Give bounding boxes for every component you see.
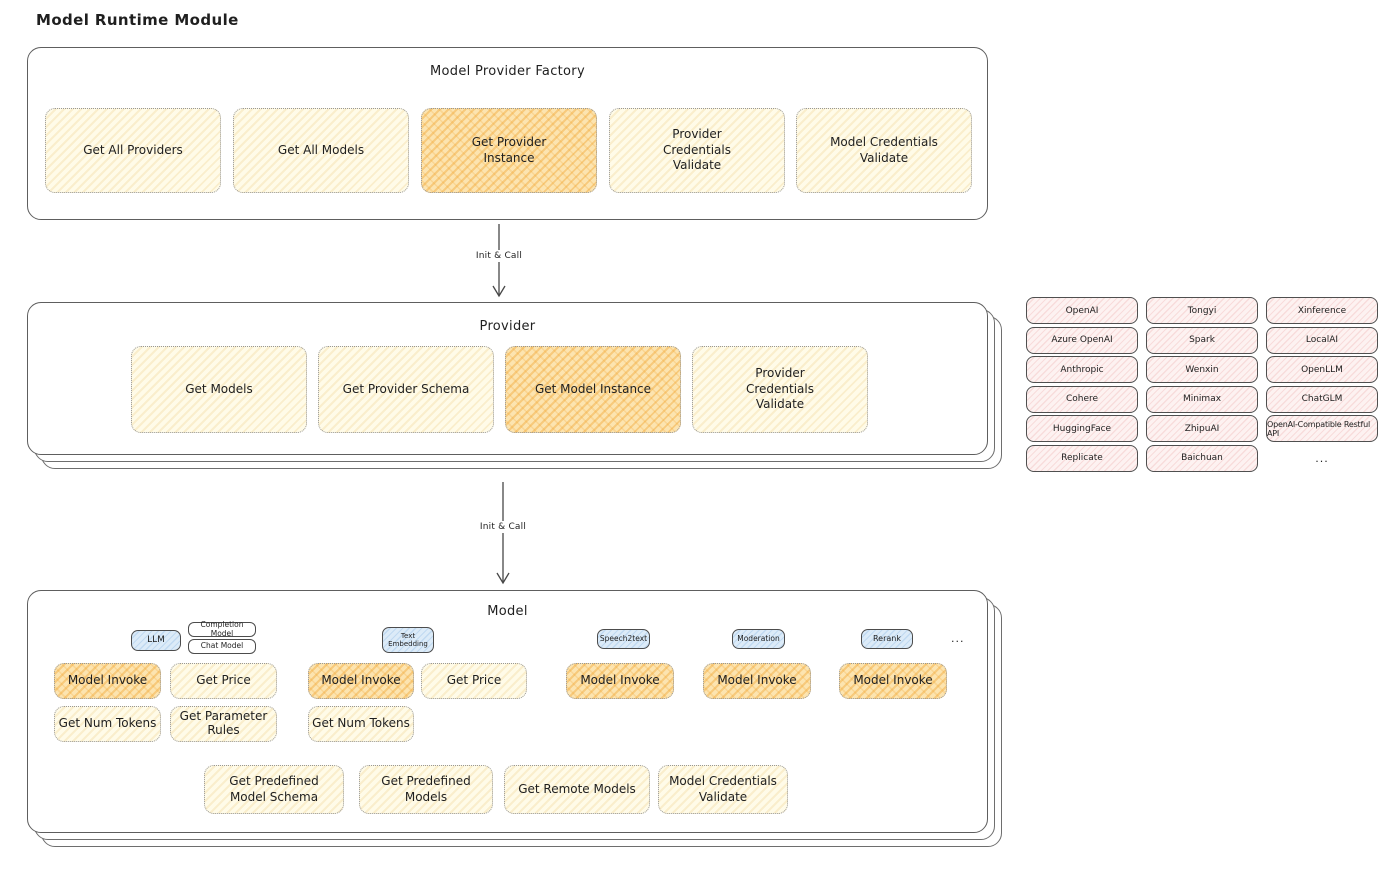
node-get-predefined-models: Get Predefined Models bbox=[359, 765, 493, 814]
node-label: Get Provider Instance bbox=[471, 134, 547, 165]
provider-pill-anthropic: Anthropic bbox=[1026, 356, 1138, 383]
tag-llm: LLM bbox=[131, 630, 181, 651]
provider-pill-cohere: Cohere bbox=[1026, 385, 1138, 413]
node-speech2text-model-invoke: Model Invoke bbox=[566, 663, 674, 699]
provider-pill-spark: Spark bbox=[1146, 326, 1258, 354]
node-model-credentials-validate-2: Model Credentials Validate bbox=[658, 765, 788, 814]
provider-pill-azure-openai: Azure OpenAI bbox=[1026, 326, 1138, 354]
tag-label: Chat Model bbox=[200, 641, 244, 651]
node-label: Provider Credentials Validate bbox=[662, 127, 731, 173]
provider-panel: Provider Get Models Get Provider Schema … bbox=[27, 302, 1002, 469]
tag-label: LLM bbox=[147, 635, 165, 646]
node-provider-credentials-validate-2: Provider Credentials Validate bbox=[692, 346, 868, 433]
tag-moderation: Moderation bbox=[732, 629, 785, 649]
provider-pill-zhipuai: ZhipuAI bbox=[1146, 415, 1258, 442]
node-get-provider-instance: Get Provider Instance bbox=[421, 108, 597, 193]
node-label: Model Invoke bbox=[580, 673, 660, 688]
arrow-provider-to-model: Init & Call bbox=[464, 482, 542, 585]
node-label: Get Models bbox=[185, 381, 253, 396]
tag-label: Rerank bbox=[872, 634, 901, 644]
node-model-credentials-validate: Model Credentials Validate bbox=[796, 108, 972, 193]
model-panel-border: Model LLM Completion Model Chat Model Te… bbox=[27, 590, 988, 833]
node-get-all-providers: Get All Providers bbox=[45, 108, 221, 193]
tag-label: Completion Model bbox=[200, 619, 244, 638]
node-label: Model Invoke bbox=[321, 673, 401, 688]
node-label: Model Invoke bbox=[853, 673, 933, 688]
node-label: Get Model Instance bbox=[534, 381, 652, 396]
provider-pill-ellipsis: ... bbox=[1315, 451, 1329, 465]
node-label: Model Credentials Validate bbox=[830, 134, 938, 165]
provider-pill-wenxin: Wenxin bbox=[1146, 356, 1258, 383]
model-panel-title: Model bbox=[487, 604, 528, 619]
provider-pill-openai: OpenAI bbox=[1026, 297, 1138, 324]
node-get-model-instance: Get Model Instance bbox=[505, 346, 681, 433]
arrow-label-init-call: Init & Call bbox=[464, 521, 542, 533]
tag-completion-model: Completion Model bbox=[188, 619, 256, 638]
tag-chat-model: Chat Model bbox=[188, 639, 256, 654]
tag-ellipsis: ... bbox=[951, 632, 965, 645]
node-label: Model Invoke bbox=[67, 673, 148, 688]
node-label: Get Num Tokens bbox=[312, 716, 410, 731]
node-label: Get Price bbox=[196, 673, 251, 688]
node-provider-credentials-validate: Provider Credentials Validate bbox=[609, 108, 785, 193]
node-label: Get All Providers bbox=[83, 142, 183, 157]
tag-text-embedding: Text Embedding bbox=[382, 627, 434, 653]
arrow-label-init-call: Init & Call bbox=[460, 250, 538, 262]
node-label: Get Provider Schema bbox=[342, 381, 470, 396]
diagram-title: Model Runtime Module bbox=[36, 11, 239, 29]
node-rerank-model-invoke: Model Invoke bbox=[839, 663, 947, 699]
node-label: Get All Models bbox=[277, 142, 365, 157]
node-label: Model Invoke bbox=[717, 673, 797, 688]
node-label: Model Credentials Validate bbox=[669, 773, 777, 804]
provider-pill-tongyi: Tongyi bbox=[1146, 297, 1258, 324]
provider-list: OpenAI Tongyi Xinference Azure OpenAI Sp… bbox=[1026, 297, 1378, 472]
provider-pill-baichuan: Baichuan bbox=[1146, 444, 1258, 472]
arrow-factory-to-provider: Init & Call bbox=[460, 224, 538, 298]
node-label: Get Remote Models bbox=[518, 781, 636, 796]
node-label: Get Predefined Model Schema bbox=[229, 773, 319, 804]
provider-pill-chatglm: ChatGLM bbox=[1266, 385, 1378, 413]
node-label: Get Predefined Models bbox=[381, 773, 471, 804]
provider-pill-openllm: OpenLLM bbox=[1266, 356, 1378, 383]
tag-rerank: Rerank bbox=[861, 629, 913, 649]
provider-pill-xinference: Xinference bbox=[1266, 297, 1378, 324]
tag-label: Speech2text bbox=[599, 633, 648, 643]
node-embedding-get-price: Get Price bbox=[421, 663, 527, 699]
provider-panel-border: Provider Get Models Get Provider Schema … bbox=[27, 302, 988, 455]
provider-panel-title: Provider bbox=[479, 319, 536, 334]
provider-pill-localai: LocalAI bbox=[1266, 326, 1378, 354]
node-label: Provider Credentials Validate bbox=[745, 366, 814, 412]
provider-pill-openai-compatible: OpenAI-Compatible Restful API bbox=[1266, 415, 1378, 442]
node-moderation-model-invoke: Model Invoke bbox=[703, 663, 811, 699]
model-panel: Model LLM Completion Model Chat Model Te… bbox=[27, 590, 1002, 847]
provider-pill-minimax: Minimax bbox=[1146, 385, 1258, 413]
factory-panel-border: Model Provider Factory Get All Providers… bbox=[27, 47, 988, 220]
node-label: Get Price bbox=[446, 673, 502, 688]
node-llm-get-parameter-rules: Get Parameter Rules bbox=[170, 706, 277, 742]
tag-label: Text Embedding bbox=[388, 631, 428, 648]
node-get-all-models: Get All Models bbox=[233, 108, 409, 193]
factory-panel-title: Model Provider Factory bbox=[430, 64, 585, 79]
node-llm-get-num-tokens: Get Num Tokens bbox=[54, 706, 161, 742]
node-llm-model-invoke: Model Invoke bbox=[54, 663, 161, 699]
tag-speech2text: Speech2text bbox=[597, 629, 650, 649]
node-llm-get-price: Get Price bbox=[170, 663, 277, 699]
node-get-provider-schema: Get Provider Schema bbox=[318, 346, 494, 433]
provider-pill-replicate: Replicate bbox=[1026, 444, 1138, 472]
node-embedding-get-num-tokens: Get Num Tokens bbox=[308, 706, 414, 742]
node-get-remote-models: Get Remote Models bbox=[504, 765, 650, 814]
node-label: Get Num Tokens bbox=[58, 716, 157, 731]
node-get-predefined-model-schema: Get Predefined Model Schema bbox=[204, 765, 344, 814]
tag-label: Moderation bbox=[737, 633, 780, 643]
factory-panel: Model Provider Factory Get All Providers… bbox=[27, 47, 988, 220]
provider-pill-huggingface: HuggingFace bbox=[1026, 415, 1138, 442]
node-get-models: Get Models bbox=[131, 346, 307, 433]
node-label: Get Parameter Rules bbox=[179, 709, 268, 737]
node-embedding-model-invoke: Model Invoke bbox=[308, 663, 414, 699]
